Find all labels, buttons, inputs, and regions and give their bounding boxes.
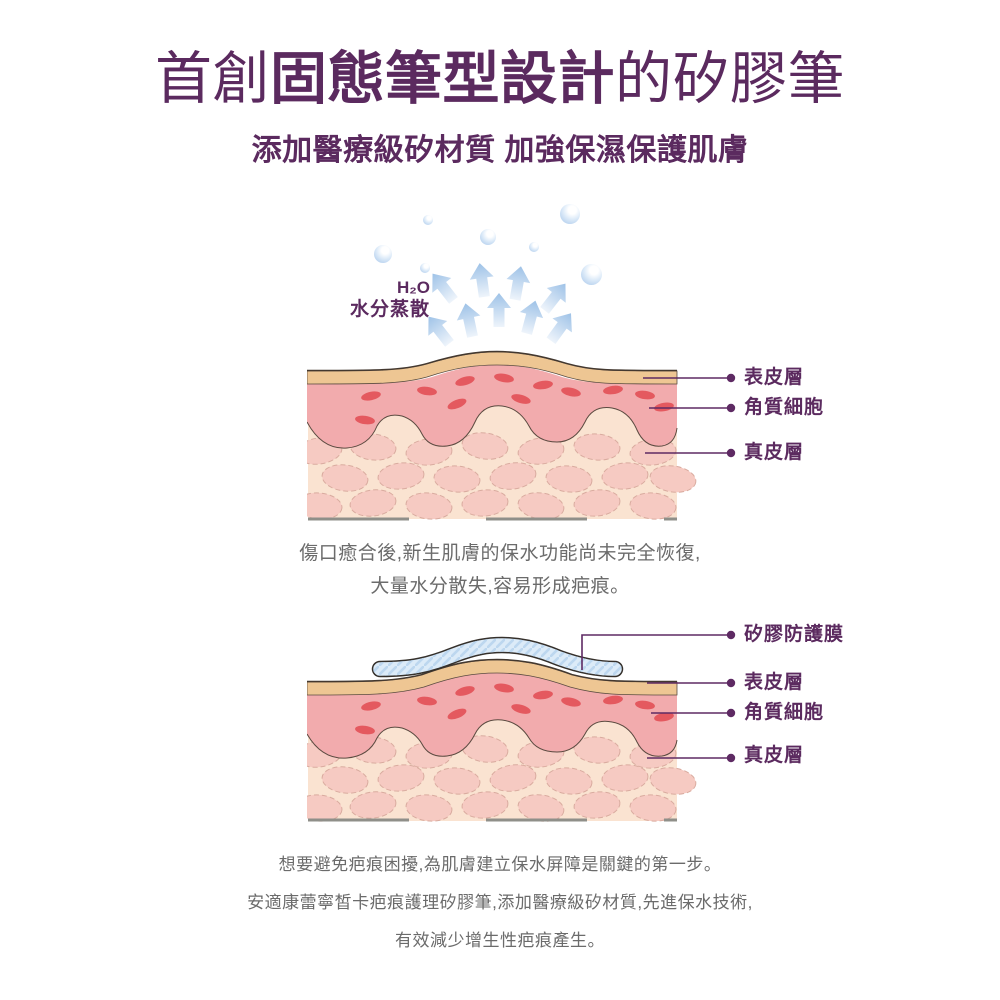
up-arrow-icon	[453, 300, 485, 340]
water-droplet	[423, 215, 433, 225]
label-keratinocyte-1: 角質細胞	[744, 397, 825, 418]
skin-diagram-before	[307, 350, 736, 521]
label-silicone-film: 矽膠防護膜	[744, 624, 845, 645]
title-highlight: 固態筆型設計	[270, 47, 615, 111]
h2o-formula: H₂O	[396, 278, 430, 297]
caption-bottom-line1: 想要避免疤痕困擾,為肌膚建立保水屏障是關鍵的第一步。	[278, 855, 722, 874]
caption-middle-line1: 傷口癒合後,新生肌膚的保水功能尚未完全恢復,	[299, 543, 701, 564]
label-dermis-2: 真皮層	[744, 745, 805, 766]
skin-diagram-after	[307, 630, 736, 822]
epidermis-layer	[307, 350, 678, 385]
vapor-text: 水分蒸散	[349, 299, 430, 321]
keratinocyte-layer	[307, 365, 678, 449]
caption-middle-line2: 大量水分散失,容易形成疤痕。	[370, 576, 630, 597]
water-droplet	[581, 264, 602, 285]
water-droplet	[529, 242, 539, 252]
vapor-label: H₂O 水分蒸散	[318, 277, 430, 322]
label-epidermis-1: 表皮層	[744, 367, 805, 388]
page-subtitle: 添加醫療級矽材質 加強保濕保護肌膚	[251, 134, 749, 167]
label-epidermis-2: 表皮層	[744, 672, 805, 693]
up-arrow-icon	[515, 297, 547, 337]
callout-lines	[643, 373, 736, 458]
caption-bottom-line3: 有效減少增生性疤痕產生。	[395, 931, 605, 950]
title-suffix: 的矽膠筆	[615, 47, 845, 111]
up-arrow-icon	[503, 264, 533, 302]
label-keratinocyte-2: 角質細胞	[744, 702, 825, 723]
up-arrow-icon	[535, 276, 575, 318]
epidermis-layer	[307, 658, 678, 696]
water-droplet	[374, 245, 392, 263]
title-prefix: 首創	[155, 47, 270, 111]
water-droplet	[560, 204, 580, 224]
keratinocyte-layer	[307, 673, 678, 759]
up-arrow-icon	[467, 261, 497, 299]
up-arrow-icon	[487, 293, 511, 327]
up-arrow-icon	[541, 306, 580, 348]
callout-lines	[581, 630, 736, 763]
evaporation-arrows	[419, 261, 580, 351]
page-title: 首創固態筆型設計的矽膠筆	[0, 48, 1000, 111]
water-droplet	[480, 229, 496, 245]
water-droplet	[420, 263, 430, 273]
caption-bottom-line2: 安適康蕾寧皙卡疤痕護理矽膠筆,添加醫療級矽材質,先進保水技術,	[247, 893, 753, 912]
silicone-film	[371, 636, 624, 678]
label-dermis-1: 真皮層	[744, 442, 805, 463]
